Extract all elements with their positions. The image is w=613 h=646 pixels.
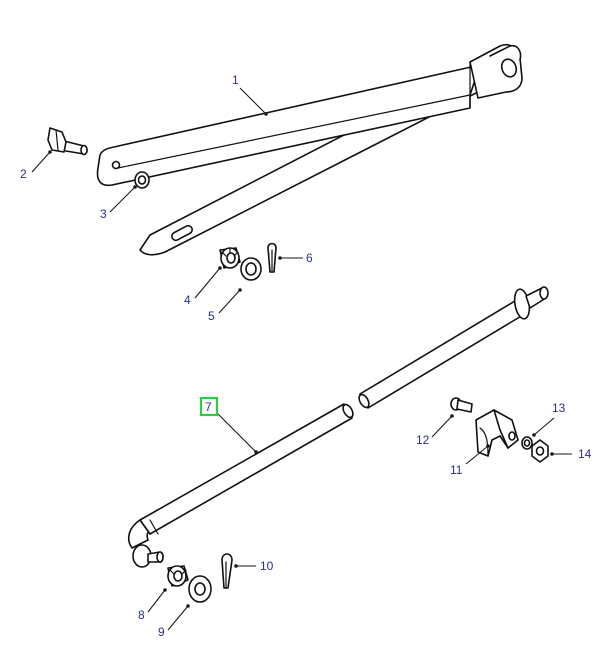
callout-5: 5 bbox=[208, 309, 215, 323]
callout-12: 12 bbox=[416, 433, 430, 447]
washer-part-13 bbox=[521, 436, 533, 450]
callout-10: 10 bbox=[260, 559, 274, 573]
callout-2: 2 bbox=[20, 167, 27, 181]
callout-7: 7 bbox=[205, 400, 212, 414]
callout-13: 13 bbox=[552, 401, 566, 415]
plain-washer-part-9 bbox=[188, 575, 212, 603]
callout-11: 11 bbox=[450, 463, 463, 477]
washer-part-3 bbox=[134, 171, 150, 189]
clamp-bracket-part-11 bbox=[475, 409, 519, 457]
split-pin-part-6 bbox=[267, 242, 277, 273]
bolt-part-2 bbox=[47, 127, 88, 156]
nut-part-14 bbox=[531, 439, 549, 463]
castle-nut-part-8 bbox=[167, 565, 189, 587]
callout-labels: 1 2 3 4 5 6 7 8 9 10 11 12 13 14 bbox=[20, 73, 592, 639]
cross-rod-part-7 bbox=[127, 286, 549, 568]
callout-7-highlight-box bbox=[199, 396, 219, 417]
split-pin-part-10 bbox=[221, 553, 233, 589]
leader-lines bbox=[31, 87, 572, 631]
callout-9: 9 bbox=[158, 625, 165, 639]
callout-3: 3 bbox=[100, 207, 107, 221]
callout-4: 4 bbox=[184, 293, 191, 307]
castle-nut-part-4 bbox=[219, 247, 241, 269]
bolt-part-12 bbox=[450, 397, 473, 413]
plain-washer-part-5 bbox=[240, 257, 262, 281]
callout-6: 6 bbox=[306, 251, 313, 265]
callout-8: 8 bbox=[138, 608, 145, 622]
callout-1: 1 bbox=[232, 73, 239, 87]
callout-14: 14 bbox=[578, 447, 592, 461]
a-frame-arm-part bbox=[96, 43, 523, 256]
